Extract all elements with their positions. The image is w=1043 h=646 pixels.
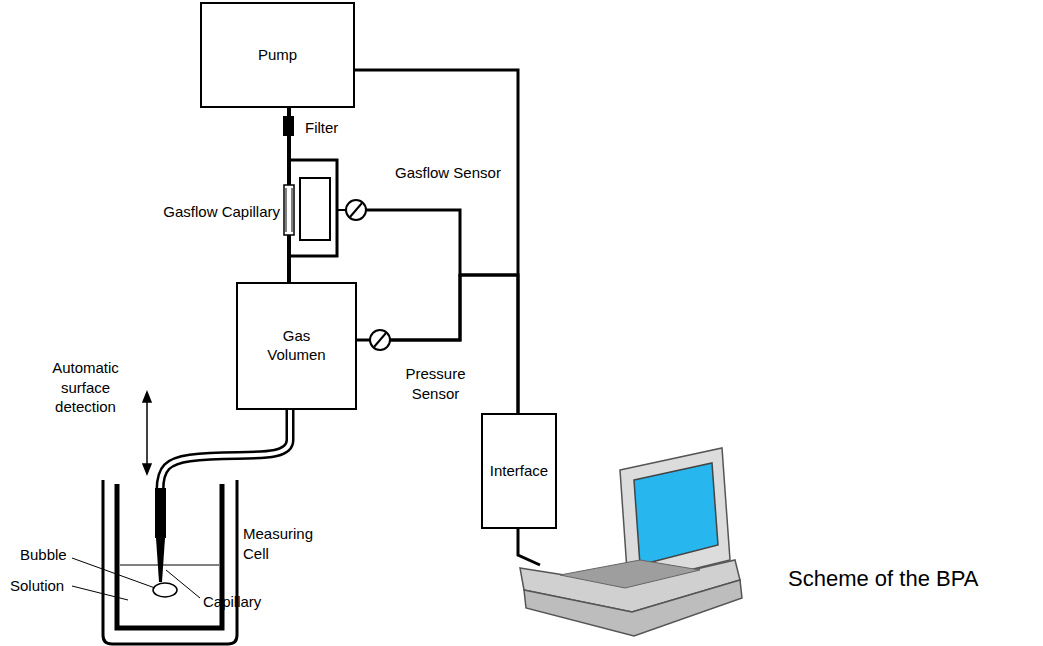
node-label: Gas Volumen <box>262 327 332 365</box>
capillary-tip <box>156 538 165 582</box>
signal-wire <box>355 70 518 413</box>
data-cable <box>518 529 540 565</box>
node-label: Interface <box>490 462 548 481</box>
sensor-stub <box>357 339 370 341</box>
pump-box: Pump <box>200 2 355 108</box>
part-label: Gasflow Capillary <box>128 202 280 222</box>
caption: Scheme of the BPA <box>788 566 978 592</box>
signal-wire <box>357 275 518 413</box>
signal-wire <box>390 275 460 340</box>
leader-line <box>72 558 200 600</box>
gasflow-capillary <box>284 185 294 235</box>
part-label: Capillary <box>203 592 283 612</box>
part-label: Gasflow Sensor <box>395 163 525 183</box>
part-label: Automatic surface detection <box>38 358 133 417</box>
interface-box: Interface <box>481 413 557 529</box>
gas-tube <box>160 410 290 490</box>
capillary <box>155 488 166 538</box>
sensor-symbol <box>350 203 362 217</box>
cell-housing <box>103 480 237 644</box>
sensor-symbol <box>346 200 366 220</box>
motion-arrow <box>143 392 151 474</box>
capillary-bore <box>286 188 287 232</box>
vessel-box: Gas Volumen <box>236 282 357 410</box>
sensor-symbol <box>370 330 390 350</box>
part-label: Measuring Cell <box>243 524 318 563</box>
solution-surface <box>120 565 219 566</box>
filter-block <box>283 116 294 136</box>
capillary-bore <box>292 188 293 232</box>
capillary-bypass <box>289 160 346 256</box>
sensor-symbol <box>374 333 386 347</box>
node-label: Pump <box>258 46 297 65</box>
part-label: Pressure Sensor <box>398 364 473 403</box>
gas-tube <box>160 410 290 490</box>
bubble <box>153 583 177 597</box>
part-label: Filter <box>305 118 385 138</box>
signal-wire <box>366 210 518 275</box>
part-label: Bubble <box>20 545 80 565</box>
part-label: Solution <box>10 576 80 596</box>
